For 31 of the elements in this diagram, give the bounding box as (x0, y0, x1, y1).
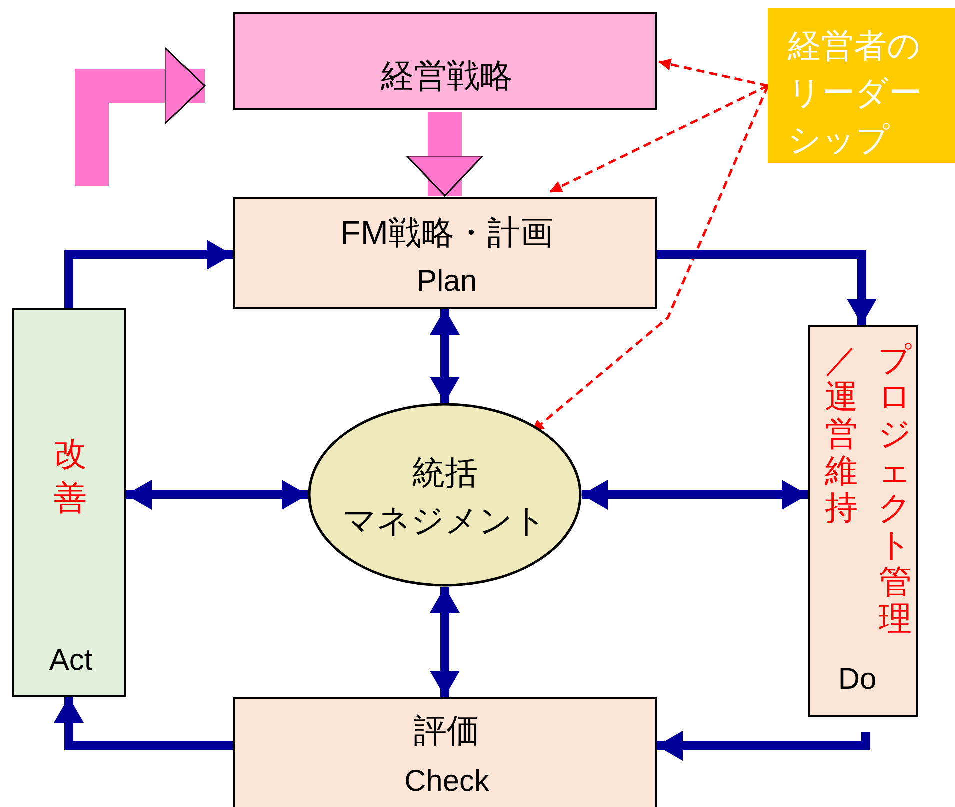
arrow (430, 309, 460, 403)
label-text: Do (837, 663, 878, 697)
heading-text: 経営者のリーダーシップ (788, 26, 923, 160)
dashed-arrow (658, 58, 768, 88)
arrow (54, 697, 233, 750)
heading-text: FM戦略・計画 (340, 213, 554, 253)
heading-text: 評価 (413, 711, 481, 751)
leadership-box (768, 8, 955, 163)
strategy-box (233, 12, 657, 110)
label-text: マネジメント (342, 501, 548, 541)
heading-text: 改善 (54, 434, 87, 518)
block-arrow (406, 112, 484, 197)
arrow (582, 480, 808, 510)
do-box (808, 325, 918, 717)
arrow (126, 480, 308, 510)
block-arrow (75, 47, 206, 186)
dashed-arrow (549, 84, 769, 194)
arrow (64, 240, 233, 308)
heading-text: 統括 (411, 453, 479, 493)
plan-box (233, 197, 657, 309)
arrow (430, 587, 460, 697)
arrow (657, 731, 870, 761)
label-text: Act (48, 644, 94, 678)
heading-text: プロジェクト管理／運営維持 (824, 341, 912, 639)
act-box (12, 308, 126, 697)
management-ellipse (308, 403, 582, 587)
label-text: Plan (416, 265, 478, 299)
heading-text: 経営戦略 (380, 56, 514, 96)
check-box (233, 697, 657, 807)
label-text: Check (403, 765, 491, 799)
arrow (657, 250, 877, 325)
